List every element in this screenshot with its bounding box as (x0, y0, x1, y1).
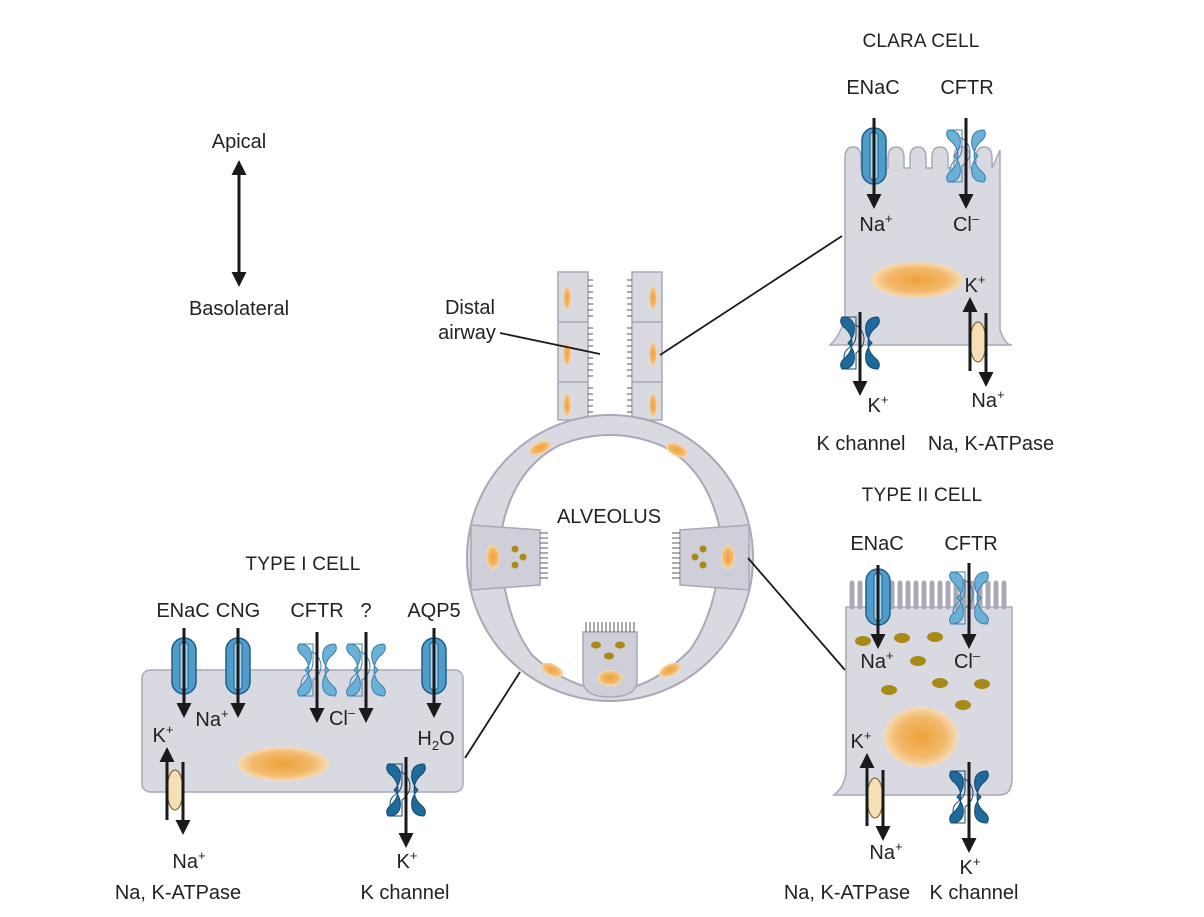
clara-na-out: Na+ (971, 387, 1004, 412)
type2-k-channel-label: K channel (930, 882, 1019, 904)
type1-na-in: Na+ (195, 706, 228, 731)
type1-atpase-label: Na, K-ATPase (115, 882, 241, 904)
type2-cell-title: TYPE II CELL (862, 485, 983, 506)
type2-enac-label: ENaC (850, 533, 903, 555)
type1-na-out: Na+ (172, 848, 205, 873)
type2-k-out: K+ (960, 854, 981, 879)
type2-atpase-label: Na, K-ATPase (784, 882, 910, 904)
type2-cftr-label: CFTR (944, 533, 997, 555)
type2-cell (831, 580, 1013, 796)
type1-cell (141, 669, 464, 793)
type1-aqp5-label: AQP5 (407, 600, 460, 622)
airway-label-line2: airway (438, 322, 496, 344)
type1-k-out: K+ (397, 848, 418, 873)
clara-atpase-label: Na, K-ATPase (928, 433, 1054, 455)
clara-enac-label: ENaC (846, 77, 899, 99)
type1-unknown-label: ? (360, 600, 371, 622)
type1-connector-line (464, 671, 521, 759)
clara-cl-out: Cl– (953, 211, 980, 236)
airway-pointer-line (499, 332, 601, 355)
clara-cftr-label: CFTR (940, 77, 993, 99)
type2-connector-line (747, 557, 846, 671)
distal-airway (557, 271, 663, 421)
type1-k-channel-label: K channel (361, 882, 450, 904)
type1-cng-label: CNG (216, 600, 260, 622)
type2-atpase-icon (866, 777, 884, 819)
clara-k-channel-label: K channel (817, 433, 906, 455)
alveolus-label: ALVEOLUS (557, 506, 661, 528)
clara-k-out: K+ (868, 392, 889, 417)
type1-atpase-icon (166, 769, 184, 811)
type2-na-out: Na+ (869, 839, 902, 864)
apical-label: Apical (212, 131, 266, 153)
alveolus (466, 414, 754, 702)
clara-cell-title: CLARA CELL (862, 31, 979, 52)
clara-atpase-icon (969, 321, 987, 363)
airway-label-line1: Distal (445, 297, 495, 319)
type1-enac-label: ENaC (156, 600, 209, 622)
type1-cell-title: TYPE I CELL (245, 554, 360, 575)
type1-cftr-label: CFTR (290, 600, 343, 622)
basolateral-label: Basolateral (189, 298, 289, 320)
clara-connector-line (659, 235, 843, 356)
